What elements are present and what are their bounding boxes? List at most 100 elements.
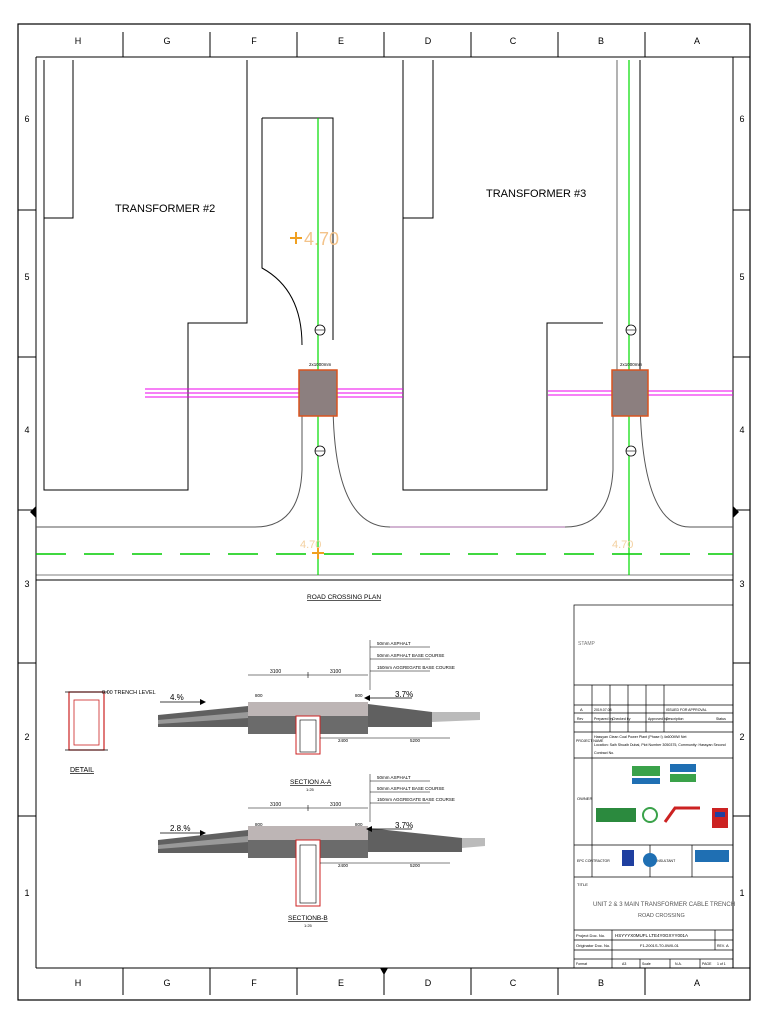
row-label-6-right: 6	[739, 114, 744, 124]
rev-row-rev: A	[580, 707, 583, 712]
drawing-title-1: UNIT 2 & 3 MAIN TRANSFORMER CABLE TRENCH	[593, 902, 735, 908]
rev-row-date: 2019.07.08	[594, 708, 612, 712]
col-label-b-bottom: B	[598, 978, 604, 988]
project-doc-no: HSYYYX0MUFL LTE4Y0GXYY001A	[615, 933, 688, 938]
header-prepared: Prepared by	[594, 717, 613, 721]
section-b-title: SECTIONB-B	[288, 915, 328, 922]
acwa-logo	[642, 806, 700, 823]
section-b-dim-small-right: 800	[355, 822, 363, 827]
section-a-layer-3: 150mm AGGREGATE BASE COURSE	[377, 665, 455, 670]
row-label-2: 2	[24, 732, 29, 742]
elevation-marker-bottom-left	[312, 547, 324, 559]
section-a-dim-small-left: 800	[255, 693, 263, 698]
elevation-bottom-left: 4.70	[300, 539, 321, 551]
originator-no: F1-2001S-T0-0W0-01	[640, 943, 680, 948]
section-b-dim-mid: 2400	[338, 863, 349, 868]
section-b-dim-left: 3100	[270, 802, 281, 808]
title-block	[573, 604, 734, 969]
col-label-d-bottom: D	[425, 978, 432, 988]
section-a-scale: 1:25	[306, 787, 315, 792]
harbin-logo	[712, 808, 728, 828]
col-label-c-bottom: C	[510, 978, 517, 988]
section-a-dim-right: 3100	[330, 669, 341, 675]
rev-value: A	[726, 943, 729, 948]
section-marker-b-top	[625, 324, 637, 336]
outer-frame	[17, 23, 751, 1001]
section-b-slope-left: 2.8.%	[170, 824, 190, 833]
row-label-6: 6	[24, 114, 29, 124]
project-line-3: Contract No.	[594, 751, 614, 755]
col-label-e-bottom: E	[338, 978, 344, 988]
detail-view: 0.00 TRENCH LEVEL DETAIL	[65, 690, 156, 774]
col-label-f: F	[251, 36, 257, 46]
crossing-box-left	[298, 369, 338, 417]
road-curve-middle	[332, 399, 614, 528]
consultant-logo	[695, 850, 729, 862]
owner-label: OWNER	[577, 796, 592, 801]
title-block-text: STAMP Rev Prepared by Checked by Approve…	[576, 641, 735, 966]
section-a-layer-2: 50mm ASPHALT BASE COURSE	[377, 653, 444, 658]
format-label: Format	[576, 962, 587, 966]
stamp-label: STAMP	[578, 641, 596, 647]
col-label-d: D	[425, 36, 432, 46]
section-a-slope-left: 4.%	[170, 693, 184, 702]
section-a-slope-right: 3.7%	[395, 690, 413, 699]
col-label-e: E	[338, 36, 344, 46]
section-b-layer-2: 50mm ASPHALT BASE COURSE	[377, 786, 444, 791]
saudi-logo	[596, 808, 636, 822]
col-label-f-bottom: F	[251, 978, 257, 988]
section-b-dim-bottom: 5200	[410, 863, 421, 868]
row-label-2-right: 2	[739, 732, 744, 742]
drawing-title-2: ROAD CROSSING	[638, 913, 685, 919]
transformer-2-inner	[44, 60, 74, 219]
crossing-label-left: 2x1000mm	[309, 362, 332, 367]
road-curve-right	[639, 399, 733, 528]
crossing-box-right	[611, 369, 649, 417]
consultant-label: CONSULTANT	[652, 859, 676, 863]
hassyan-logo	[670, 764, 696, 782]
format-value: A3	[622, 962, 626, 966]
row-labels-right: 6 5 4 3 2 1	[739, 114, 744, 898]
section-b-layer-3: 150mm AGGREGATE BASE COURSE	[377, 797, 455, 802]
scale-label: Scale	[642, 962, 651, 966]
row-labels-left: 6 5 4 3 2 1	[24, 114, 29, 898]
detail-title: DETAIL	[70, 767, 94, 774]
transformer-3-label: TRANSFORMER #3	[486, 188, 586, 200]
rev-row-desc: ISSUED FOR APPROVAL	[666, 708, 707, 712]
col-label-h: H	[75, 36, 82, 46]
page-label: PAGE	[702, 962, 712, 966]
section-marker-b-bottom	[625, 445, 637, 457]
plan-view: 2x1000mm 2x1000mm 4.70 4.70	[36, 60, 733, 581]
elevation-marker-top	[290, 232, 302, 244]
transformer-3-outline-lower	[402, 218, 603, 491]
detail-level-label: 0.00 TRENCH LEVEL	[102, 690, 156, 696]
column-labels-top: H G F E D C B A	[75, 36, 700, 46]
elevation-bottom-right: 4.70	[612, 539, 633, 551]
transformer-2-label: TRANSFORMER #2	[115, 203, 215, 215]
owner-logos	[596, 764, 729, 867]
section-b: 3100 3100 800 800 2400 5200 2.8.% 3.7% 5…	[158, 774, 485, 928]
row-label-3-right: 3	[739, 579, 744, 589]
cable-route-left	[145, 388, 403, 398]
section-a-title: SECTION A-A	[290, 779, 332, 786]
drawing-title-label: TITLE	[577, 882, 588, 887]
col-label-c: C	[510, 36, 517, 46]
road-curve-left	[36, 380, 303, 528]
section-a-dim-bottom: 5200	[410, 738, 421, 743]
section-marker-a-top	[314, 324, 326, 336]
row-label-3: 3	[24, 579, 29, 589]
header-approved: Approved by	[648, 717, 668, 721]
scale-value: N.A.	[675, 962, 682, 966]
section-a-dim-mid: 2400	[338, 738, 349, 743]
project-label: PROJECT NAME	[576, 739, 604, 743]
row-label-1: 1	[24, 888, 29, 898]
project-doc-label: Project Doc. No.	[576, 933, 605, 938]
section-marker-a-bottom	[314, 445, 326, 457]
header-rev: Rev	[577, 717, 583, 721]
column-labels-bottom: H G F E D C B A	[75, 978, 700, 988]
project-line-1: Hassyan Clean Coal Power Plant (Phase I)…	[594, 735, 686, 739]
section-a-dim-small-right: 800	[355, 693, 363, 698]
epc-label: EPC CONTRACTOR	[577, 859, 610, 863]
row-label-4-right: 4	[739, 425, 744, 435]
